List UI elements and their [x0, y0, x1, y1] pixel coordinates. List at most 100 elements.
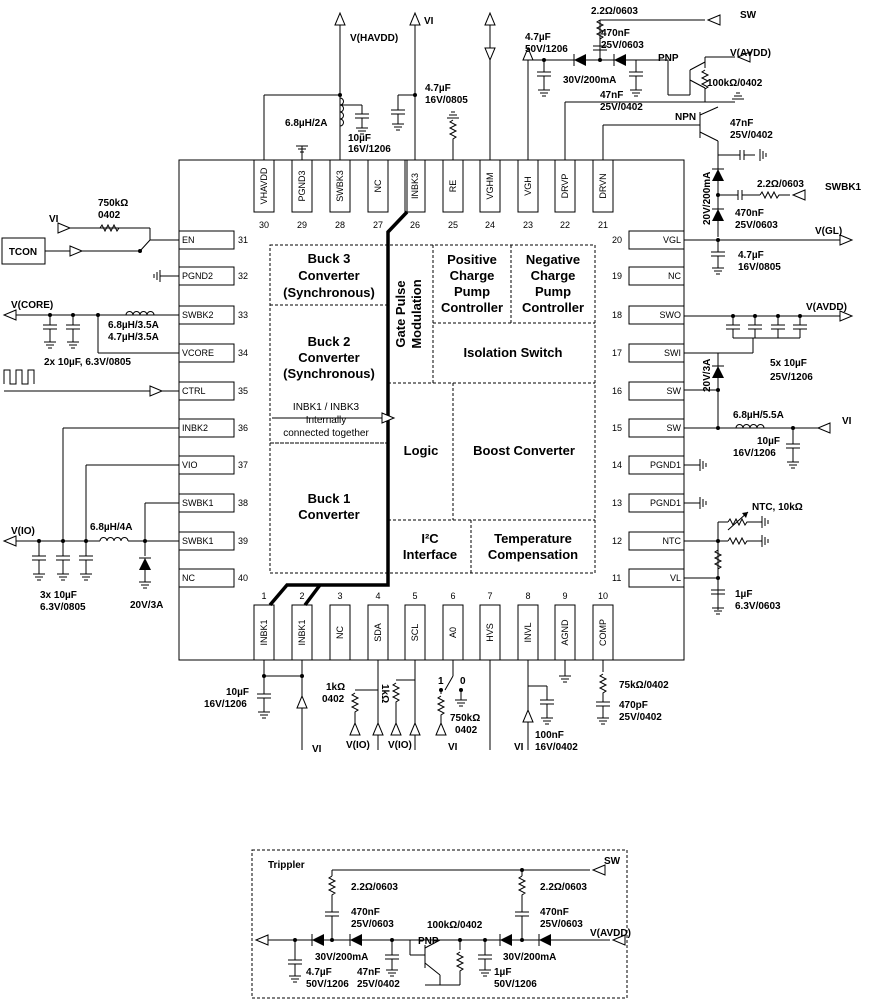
svg-text:18: 18 [612, 310, 622, 320]
pin-number: 9 [562, 591, 567, 601]
svg-text:16V/1206: 16V/1206 [204, 699, 247, 710]
pin-top-28: SWBK3 [329, 159, 351, 213]
pin-top-27: NC [367, 159, 389, 213]
pin-top-26: INBK3 [404, 159, 426, 213]
svg-text:100kΩ/0402: 100kΩ/0402 [427, 920, 483, 931]
svg-text:VI: VI [312, 744, 322, 755]
svg-text:6.8µH/4A: 6.8µH/4A [90, 522, 132, 533]
svg-text:20: 20 [612, 235, 622, 245]
svg-text:31: 31 [238, 235, 248, 245]
svg-text:connected together: connected together [283, 428, 369, 439]
svg-text:SW: SW [667, 423, 682, 433]
svg-text:Modulation: Modulation [409, 279, 424, 348]
svg-text:VIO: VIO [182, 460, 198, 470]
svg-text:6.8µH/3.5A: 6.8µH/3.5A [108, 320, 159, 331]
svg-text:470nF: 470nF [735, 208, 764, 219]
inbk-note: INBK1 / INBK3 Internally connected toget… [272, 402, 395, 439]
svg-text:50V/1206: 50V/1206 [494, 979, 537, 990]
svg-text:6.3V/0805: 6.3V/0805 [40, 602, 86, 613]
svg-text:Buck 3: Buck 3 [308, 251, 351, 266]
svg-text:PNP: PNP [658, 53, 679, 64]
svg-text:Pump: Pump [454, 284, 490, 299]
svg-text:16V/1206: 16V/1206 [348, 144, 391, 155]
svg-text:50V/1206: 50V/1206 [306, 979, 349, 990]
pin-top-25: RE [442, 159, 464, 213]
svg-text:RE: RE [448, 180, 458, 193]
svg-text:Converter: Converter [298, 268, 359, 283]
svg-text:V(AVDD): V(AVDD) [730, 48, 771, 59]
svg-text:470nF: 470nF [351, 907, 380, 918]
left-circuit: VI 750kΩ 0402 TCON V(CORE) 6 [1, 198, 179, 613]
pin-bottom-6: A0 [442, 604, 464, 661]
svg-text:0402: 0402 [455, 725, 478, 736]
pin-bottom-10: COMP [592, 604, 614, 661]
svg-text:0402: 0402 [322, 694, 345, 705]
svg-text:Compensation: Compensation [488, 547, 578, 562]
block-buck1: Buck 1 Converter [298, 491, 359, 522]
svg-text:VI: VI [514, 742, 524, 753]
svg-text:SWBK1: SWBK1 [182, 536, 214, 546]
svg-text:750kΩ: 750kΩ [450, 713, 480, 724]
svg-text:V(AVDD): V(AVDD) [806, 302, 847, 313]
svg-text:13: 13 [612, 498, 622, 508]
svg-text:VI: VI [49, 214, 59, 225]
svg-text:10µF: 10µF [757, 436, 780, 447]
svg-text:SCL: SCL [410, 624, 420, 642]
pin-top-29: PGND3 [291, 159, 313, 213]
block-boost-converter: Boost Converter [473, 443, 575, 458]
svg-text:4.7µF: 4.7µF [738, 250, 764, 261]
pin-number: 22 [560, 220, 570, 230]
svg-text:PNP: PNP [418, 936, 439, 947]
block-buck3: Buck 3 Converter (Synchronous) [283, 251, 375, 300]
svg-text:VCORE: VCORE [182, 348, 214, 358]
svg-text:40: 40 [238, 573, 248, 583]
svg-text:25V/0603: 25V/0603 [351, 919, 394, 930]
svg-text:INBK2: INBK2 [182, 423, 208, 433]
svg-text:Converter: Converter [298, 350, 359, 365]
svg-text:VI: VI [424, 16, 434, 27]
svg-text:20V/3A: 20V/3A [130, 600, 163, 611]
svg-text:19: 19 [612, 271, 622, 281]
svg-text:Buck 2: Buck 2 [308, 334, 351, 349]
svg-text:38: 38 [238, 498, 248, 508]
svg-text:2.2Ω/0603: 2.2Ω/0603 [351, 882, 398, 893]
svg-text:NPN: NPN [675, 112, 696, 123]
svg-text:0402: 0402 [98, 210, 121, 221]
ic-package [178, 159, 685, 661]
svg-text:20V/200mA: 20V/200mA [702, 172, 713, 225]
svg-text:HVS: HVS [485, 623, 495, 642]
svg-text:PGND1: PGND1 [650, 460, 681, 470]
svg-text:75kΩ/0402: 75kΩ/0402 [619, 680, 669, 691]
svg-text:6.8µH/2A: 6.8µH/2A [285, 118, 327, 129]
svg-text:V(IO): V(IO) [11, 526, 35, 537]
svg-text:47nF: 47nF [730, 118, 753, 129]
svg-text:47nF: 47nF [357, 967, 380, 978]
pin-number: 23 [523, 220, 533, 230]
pin-top-30: VHAVDD [253, 159, 275, 213]
svg-text:VGH: VGH [523, 176, 533, 196]
svg-text:47nF: 47nF [600, 90, 623, 101]
pin-number: 25 [448, 220, 458, 230]
pins-top: VHAVDD30PGND329SWBK328NC27INBK326RE25VGH… [253, 159, 614, 230]
svg-text:VI: VI [842, 416, 852, 427]
svg-text:NC: NC [373, 179, 383, 192]
trippler-inset: Trippler SW 2.2Ω/0603 470nF 25V/0603 2.2… [251, 849, 631, 999]
svg-text:470pF: 470pF [619, 700, 648, 711]
svg-text:100kΩ/0402: 100kΩ/0402 [707, 78, 763, 89]
svg-text:Charge: Charge [450, 268, 495, 283]
svg-text:Positive: Positive [447, 252, 497, 267]
pin-top-21: DRVN [592, 159, 614, 213]
svg-text:16: 16 [612, 386, 622, 396]
pin-bottom-3: NC [329, 604, 351, 661]
svg-text:INBK1: INBK1 [297, 619, 307, 645]
svg-text:Temperature: Temperature [494, 531, 572, 546]
svg-text:4.7µF: 4.7µF [525, 32, 551, 43]
svg-text:Pump: Pump [535, 284, 571, 299]
pin-number: 8 [525, 591, 530, 601]
block-isolation-switch: Isolation Switch [464, 345, 563, 360]
